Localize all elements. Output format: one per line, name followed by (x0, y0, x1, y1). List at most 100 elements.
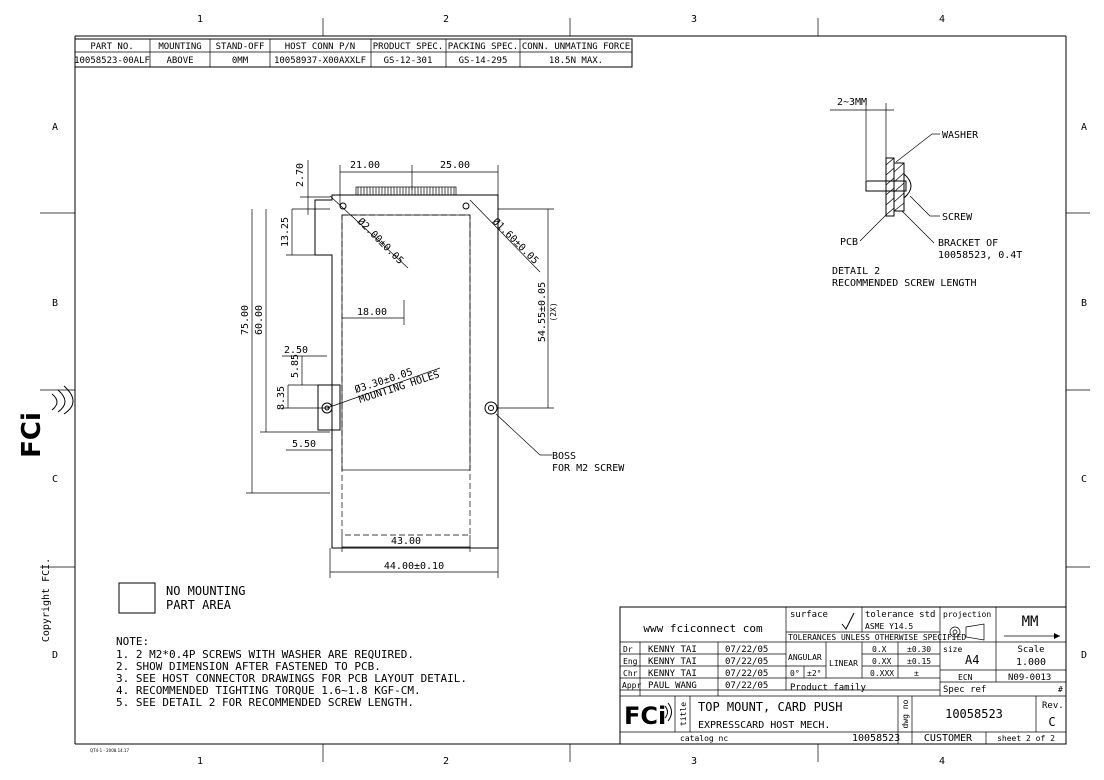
zone-ticks (40, 18, 1090, 762)
zone-row-d-left: D (52, 650, 58, 661)
spec-table: PART NO. MOUNTING STAND-OFF HOST CONN P/… (74, 38, 633, 68)
no-mounting-2: PART AREA (166, 598, 232, 612)
tb-catalog-label: catalog nc (680, 734, 728, 743)
tb-signal-icon (664, 702, 672, 722)
mounting-hole-right (484, 401, 498, 415)
spec-cell-host-conn: 10058937-X00AXXLF (274, 56, 366, 66)
zone-col-4-bottom: 4 (939, 756, 945, 767)
svg-text:title: title (679, 702, 688, 726)
zone-col-3-top: 3 (691, 14, 697, 25)
detail-bracket-1: BRACKET OF (938, 238, 998, 249)
tb-angular: ANGULAR (788, 653, 822, 662)
tb-ang-a: 0° (790, 669, 800, 678)
spec-header-force: CONN. UNMATING FORCE (522, 42, 630, 52)
detail-caption-2: RECOMMENDED SCREW LENGTH (832, 278, 977, 289)
note-3: 3. SEE HOST CONNECTOR DRAWINGS FOR PCB L… (116, 672, 467, 685)
no-mounting-swatch (118, 582, 156, 614)
tb-date-dr: 07/22/05 (725, 645, 768, 655)
tb-ang-b: ±2° (807, 669, 821, 678)
zone-row-a-left: A (52, 122, 58, 133)
tb-rev-label: Rev. (1042, 701, 1064, 711)
spec-cell-part-no: 10058523-00ALF (74, 56, 150, 66)
hole-upper-right (462, 202, 470, 210)
tb-catalog-no: 10058523 (852, 733, 900, 744)
tb-size-label: size (943, 645, 962, 654)
svg-text:Copyright FCI.: Copyright FCI. (41, 558, 52, 642)
tb-customer: CUSTOMER (924, 733, 973, 744)
tb-lin-key-3: 0.XXX (870, 669, 894, 678)
dim-43: 43.00 (391, 536, 421, 547)
tb-title-label: title (679, 702, 688, 726)
spec-cell-product-spec: GS-12-301 (384, 56, 433, 66)
tb-tol-note: TOLERANCES UNLESS OTHERWISE SPECIFIED (788, 633, 966, 642)
bracket-part (893, 162, 905, 212)
tb-projection: projection (943, 610, 991, 619)
no-mounting-1: NO MOUNTING (166, 584, 245, 598)
tb-sheet: sheet 2 of 2 (997, 734, 1055, 743)
tb-name-dr: KENNY TAI (648, 645, 697, 655)
tb-logo: FCi (624, 702, 666, 730)
tb-role-appr: Appr (622, 681, 641, 690)
spec-header-part-no: PART NO. (90, 42, 133, 52)
detail-pcb: PCB (840, 237, 858, 248)
dim-5455: 54.55±0.05 (537, 282, 548, 342)
zone-row-a-right: A (1081, 122, 1087, 133)
tb-surface: surface (790, 610, 828, 620)
spec-header-product-spec: PRODUCT SPEC. (373, 42, 443, 52)
svg-text:(2X): (2X) (549, 302, 558, 321)
svg-text:13.25: 13.25 (280, 217, 291, 247)
tb-role-eng: Eng (623, 657, 638, 666)
tb-rev: C (1048, 715, 1055, 729)
spec-cell-mounting: ABOVE (166, 56, 193, 66)
tb-tolerance-std: tolerance std (865, 610, 935, 620)
tb-lin-key-1: 0.X (872, 645, 887, 654)
spec-cell-packing-spec: GS-14-295 (459, 56, 508, 66)
tb-linear: LINEAR (829, 659, 858, 668)
spec-header-host-conn: HOST CONN P/N (285, 42, 355, 52)
dim-270: 2.70 (295, 163, 306, 187)
zone-col-2-bottom: 2 (443, 756, 449, 767)
tb-title: TOP MOUNT, CARD PUSH (698, 700, 843, 714)
spec-header-packing-spec: PACKING SPEC. (448, 42, 518, 52)
note-4: 4. RECOMMENDED TIGHTING TORQUE 1.6~1.8 K… (116, 684, 421, 697)
boss-label-2: FOR M2 SCREW (552, 463, 625, 474)
dim-1325: 13.25 (280, 217, 291, 247)
dim-21: 21.00 (350, 160, 380, 171)
dim-60: 60.00 (254, 305, 265, 335)
connector-pins (355, 186, 457, 196)
tb-subtitle: EXPRESSCARD HOST MECH. (698, 720, 830, 731)
svg-text:8.35: 8.35 (276, 386, 287, 410)
tb-lin-val-3: ± (914, 669, 919, 678)
tb-dwg-label: dwg no (901, 699, 910, 728)
zone-row-c-left: C (52, 474, 58, 485)
zone-col-4-top: 4 (939, 14, 945, 25)
note-2: 2. SHOW DIMENSION AFTER FASTENED TO PCB. (116, 660, 381, 673)
tb-lin-val-2: ±0.15 (907, 657, 931, 666)
svg-text:75.00: 75.00 (240, 305, 251, 335)
notes-title: NOTE: (116, 635, 149, 648)
detail-caption-1: DETAIL 2 (832, 266, 880, 277)
tb-units: MM (1022, 614, 1039, 630)
svg-text:Ø2.00±0.05: Ø2.00±0.05 (355, 216, 406, 267)
tb-dwg-no: 10058523 (945, 707, 1003, 721)
tb-ecn-label: ECN (958, 673, 973, 682)
bracket-outline (314, 194, 499, 549)
svg-text:54.55±0.05: 54.55±0.05 (537, 282, 548, 342)
detail-bracket-2: 10058523, 0.4T (938, 250, 1022, 261)
svg-text:60.00: 60.00 (254, 305, 265, 335)
tb-product-family: Product family (790, 683, 866, 693)
copyright-label: Copyright FCI. (41, 558, 52, 642)
spec-cell-standoff: 0MM (232, 56, 249, 66)
dim-250: 2.50 (284, 345, 308, 356)
tb-spec-ref: Spec ref (943, 685, 986, 695)
tb-ecn: N09-0013 (1008, 673, 1051, 683)
tb-date-chr: 07/22/05 (725, 669, 768, 679)
dim-hole-a: Ø2.00±0.05 (355, 216, 406, 267)
detail-gap: 2~3MM (837, 97, 867, 108)
tb-role-chr: Chr (623, 669, 638, 678)
zone-row-d-right: D (1081, 650, 1087, 661)
dim-18: 18.00 (357, 307, 387, 318)
note-1: 1. 2 M2*0.4P SCREWS WITH WASHER ARE REQU… (116, 648, 414, 661)
tb-date-appr: 07/22/05 (725, 681, 768, 691)
